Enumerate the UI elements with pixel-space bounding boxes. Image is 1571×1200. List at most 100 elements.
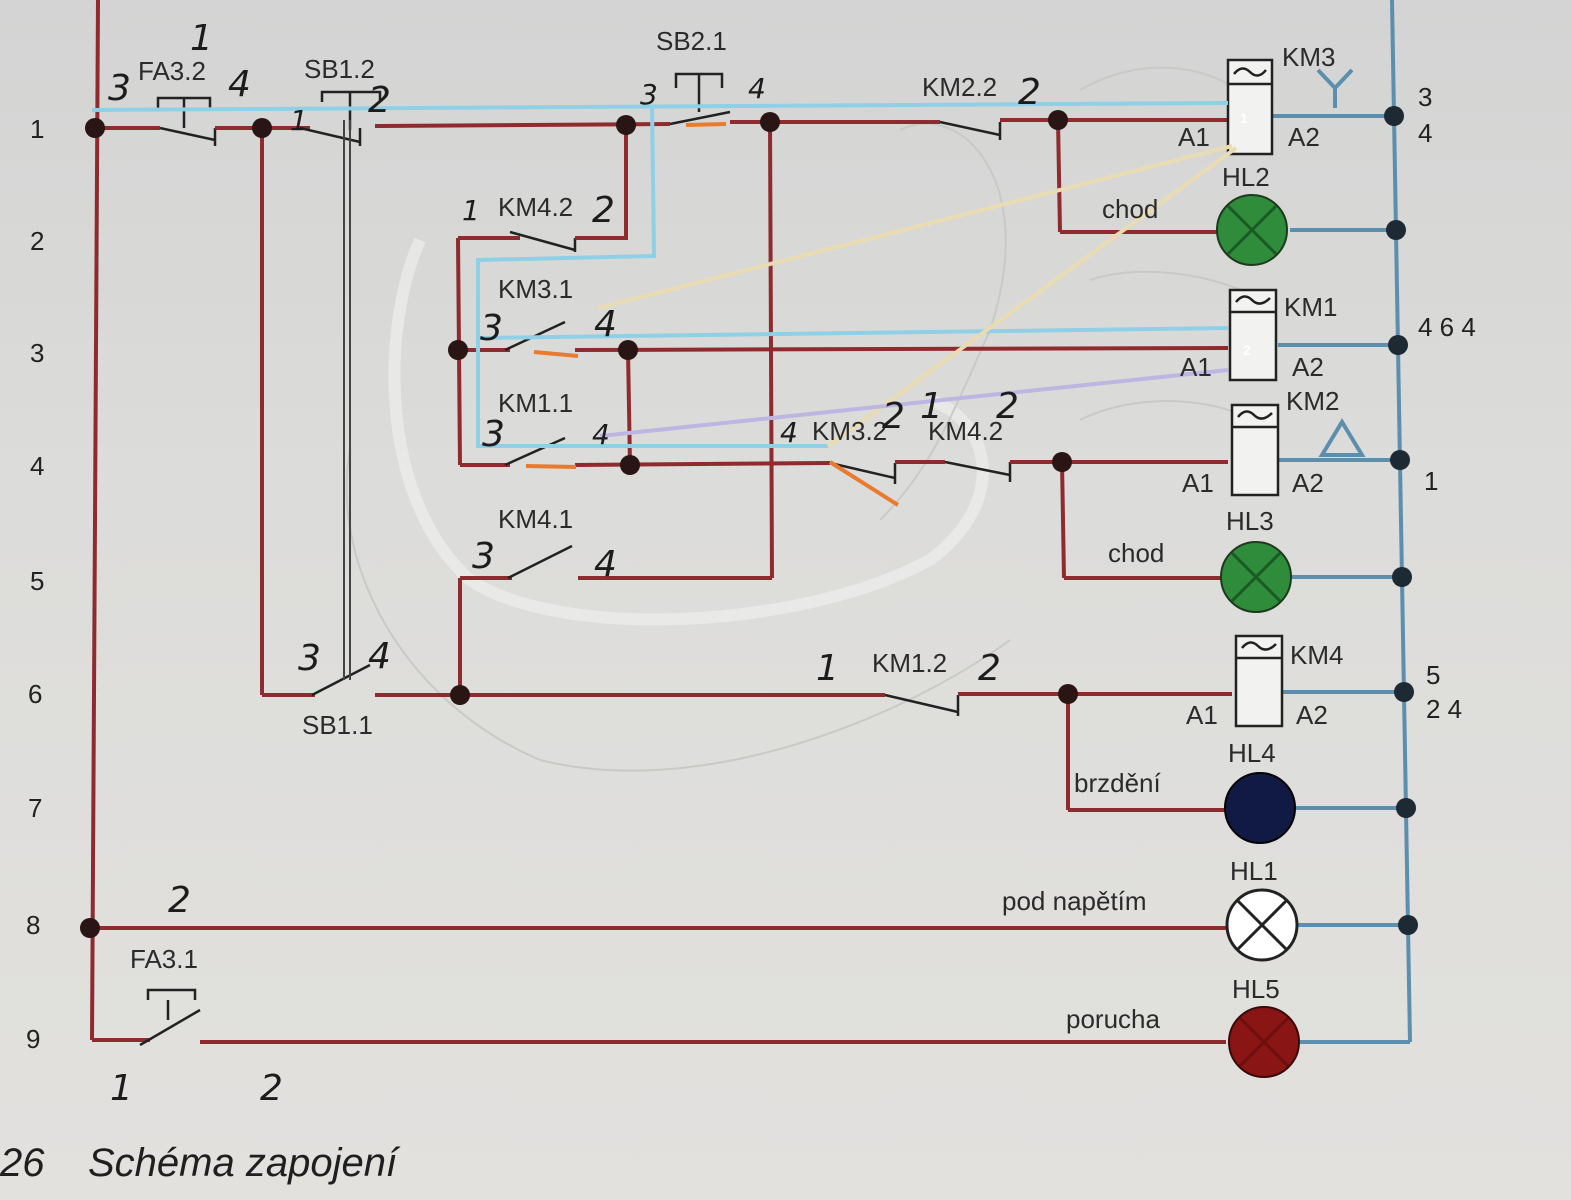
hw-km1-1-left: 3 [482, 414, 505, 455]
pencil-scribbles [345, 66, 1261, 772]
caption-number: 26 [0, 1141, 45, 1185]
label-fa3-2: FA3.2 [138, 56, 206, 86]
ref-row6-top: 5 [1426, 660, 1440, 690]
label-km4: KM4 [1290, 640, 1343, 670]
ref-row4: 1 [1424, 466, 1438, 496]
label-km1-a1: A1 [1180, 352, 1212, 382]
label-fa3-1: FA3.1 [130, 944, 198, 974]
label-hl4-text: brzdění [1074, 768, 1161, 798]
lamp-hl2 [1216, 194, 1288, 266]
neutral-wiring [1272, 0, 1412, 1044]
coil-labels: KM3 A1 A2 KM1 A1 A2 KM2 A1 A2 KM4 A1 A2 [1178, 42, 1343, 730]
marker-box-2: 2 [1243, 342, 1251, 358]
hw-fa3-2-top: 1 [190, 18, 213, 59]
label-hl3-text: chod [1108, 538, 1164, 568]
hw-km2-2-right: 2 [1018, 72, 1041, 113]
marker-boxes: 1 2 [1240, 110, 1251, 358]
label-hl5-text: porucha [1066, 1004, 1160, 1034]
label-hl4: HL4 [1228, 738, 1276, 768]
label-hl3: HL3 [1226, 506, 1274, 536]
label-km2: KM2 [1286, 386, 1339, 416]
hw-sb2-1-right: 4 [748, 72, 766, 105]
phase-wiring [90, 0, 1232, 1047]
label-km3: KM3 [1282, 42, 1335, 72]
hw-row8-mark: 2 [168, 880, 191, 921]
row-number: 8 [26, 910, 40, 940]
hw-km1-1-right: 4 [592, 418, 610, 451]
lamp-hl3 [1220, 541, 1292, 613]
label-hl1: HL1 [1230, 856, 1278, 886]
label-km4-1: KM4.1 [498, 504, 573, 534]
ref-row1-bottom: 4 [1418, 118, 1432, 148]
lamp-hl4 [1224, 772, 1296, 844]
label-km4-2-top: KM4.2 [498, 192, 573, 222]
hw-km4-1-right: 4 [594, 544, 617, 585]
hw-km4-2-top-right: 2 [592, 190, 615, 231]
coil-km1 [1228, 288, 1278, 382]
hw-km3-1-right: 4 [594, 304, 617, 345]
hw-fa3-1-right: 2 [260, 1068, 283, 1109]
lamp-hl5 [1228, 1006, 1300, 1078]
label-km2-a1: A1 [1182, 468, 1214, 498]
label-km3-2: KM3.2 [812, 416, 887, 446]
hw-sb1-2-left: 1 [290, 104, 308, 137]
coil-km2 [1230, 403, 1280, 497]
annotation-lines [91, 101, 1238, 507]
contact-labels: FA3.2 SB1.2 SB2.1 KM2.2 KM4.2 KM3.1 KM1.… [130, 26, 1003, 974]
hw-sb1-2-right: 2 [368, 80, 391, 121]
hw-km3-2-right: 2 [882, 396, 905, 437]
ref-row6-bottom: 2 4 [1426, 694, 1462, 724]
label-km1-a2: A2 [1292, 352, 1324, 382]
hw-km4-2-mid-right: 2 [996, 386, 1019, 427]
label-km4-a1: A1 [1186, 700, 1218, 730]
coil-km3 [1226, 58, 1274, 156]
label-km1: KM1 [1284, 292, 1337, 322]
row-number: 5 [30, 566, 44, 596]
label-sb1-2: SB1.2 [304, 54, 375, 84]
terminal-refs: 3 4 4 6 4 1 5 2 4 [1418, 82, 1476, 724]
label-km3-1: KM3.1 [498, 274, 573, 304]
label-sb2-1: SB2.1 [656, 26, 727, 56]
label-km1-1: KM1.1 [498, 388, 573, 418]
hw-km1-2-left: 1 [816, 648, 839, 689]
hw-km3-1-left: 3 [480, 308, 503, 349]
ref-row1-top: 3 [1418, 82, 1432, 112]
marker-box-1: 1 [1240, 110, 1248, 126]
row-number: 7 [28, 793, 42, 823]
lamp-labels: HL2 chod HL3 chod HL4 brzdění HL1 pod na… [1002, 162, 1280, 1034]
figure-caption: 26 Schéma zapojení [0, 1141, 401, 1185]
label-sb1-1: SB1.1 [302, 710, 373, 740]
ref-row3: 4 6 4 [1418, 312, 1476, 342]
hw-fa3-2-right: 4 [228, 64, 251, 105]
row-number: 4 [30, 451, 44, 481]
hw-km4-2-mid-left: 1 [920, 386, 943, 427]
label-km3-a2: A2 [1288, 122, 1320, 152]
label-km4-a2: A2 [1296, 700, 1328, 730]
label-km4-2-mid: KM4.2 [928, 416, 1003, 446]
label-hl2: HL2 [1222, 162, 1270, 192]
hw-fa3-1-left: 1 [110, 1068, 133, 1109]
hw-fa3-2-left: 3 [108, 68, 131, 109]
row-number: 1 [30, 114, 44, 144]
row-number: 9 [26, 1024, 40, 1054]
coil-km4 [1234, 634, 1284, 728]
hw-sb1-1-right: 4 [368, 636, 391, 677]
label-km2-a2: A2 [1292, 468, 1324, 498]
label-hl2-text: chod [1102, 194, 1158, 224]
label-hl5: HL5 [1232, 974, 1280, 1004]
row-number: 6 [28, 679, 42, 709]
hw-km3-2-left: 4 [780, 416, 798, 449]
handwritten-numbers: 3 4 1 1 2 3 4 2 1 2 3 4 3 4 4 2 1 2 3 4 … [108, 18, 1041, 1109]
hw-km4-1-left: 3 [472, 536, 495, 577]
hw-km4-2-top-left: 1 [462, 194, 480, 227]
row-number: 2 [30, 226, 44, 256]
label-km1-2: KM1.2 [872, 648, 947, 678]
junction-dots [80, 106, 1418, 938]
hw-sb2-1-left: 3 [640, 78, 658, 111]
label-hl1-text: pod napětím [1002, 886, 1147, 916]
hw-km1-2-right: 2 [978, 648, 1001, 689]
label-km2-2: KM2.2 [922, 72, 997, 102]
